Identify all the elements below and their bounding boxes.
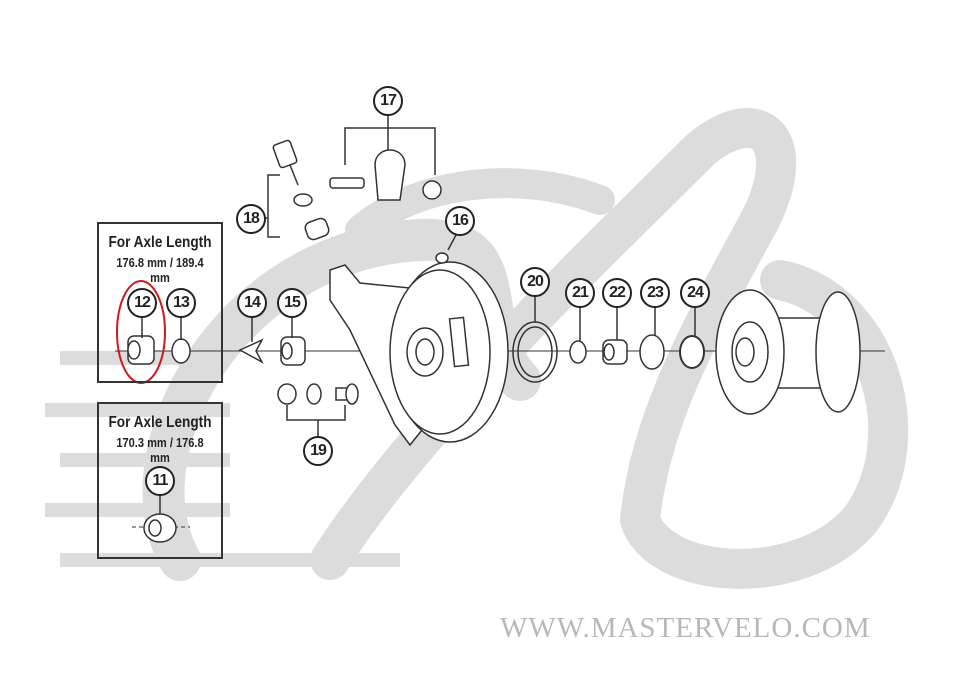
part-label-24: 24 bbox=[680, 278, 710, 308]
box-subtitle: 176.8 mm / 189.4 mm bbox=[116, 255, 204, 285]
part-label-22: 22 bbox=[602, 278, 632, 308]
part-11-flange-nut bbox=[132, 513, 190, 543]
part-label-14: 14 bbox=[237, 288, 267, 318]
part-18-bolt-set bbox=[265, 139, 330, 241]
watermark-text: WWW.MASTERVELO.COM bbox=[500, 612, 871, 644]
part-16-cap bbox=[435, 252, 449, 264]
highlight-ring bbox=[116, 280, 166, 384]
part-24-spline-ring bbox=[679, 335, 705, 369]
part-14-lock-washer bbox=[238, 338, 264, 364]
part-label-15: 15 bbox=[277, 288, 307, 318]
part-label-20: 20 bbox=[520, 267, 550, 297]
part-label-17: 17 bbox=[373, 86, 403, 116]
part-label-19: 19 bbox=[303, 436, 333, 466]
part-15-nut bbox=[280, 336, 306, 366]
box-subtitle: 170.3 mm / 176.8 mm bbox=[116, 435, 204, 465]
part-21-cone bbox=[569, 340, 587, 364]
box-title: For Axle Length bbox=[108, 414, 212, 431]
part-label-16: 16 bbox=[445, 206, 475, 236]
box-title: For Axle Length bbox=[108, 234, 212, 251]
part-label-12: 12 bbox=[127, 288, 157, 318]
part-label-11: 11 bbox=[145, 466, 175, 496]
axle-length-box-long: For Axle Length 176.8 mm / 189.4 mm bbox=[97, 222, 223, 383]
part-20-lock-ring bbox=[512, 296, 558, 383]
leader-lines bbox=[141, 306, 696, 515]
part-17-clamp bbox=[329, 115, 442, 201]
part-12-nut bbox=[127, 335, 155, 365]
axle-length-box-short: For Axle Length 170.3 mm / 176.8 mm bbox=[97, 402, 223, 559]
roller-brake-body bbox=[389, 261, 509, 443]
part-19-bolt-set bbox=[277, 383, 359, 436]
part-label-13: 13 bbox=[166, 288, 196, 318]
part-label-21: 21 bbox=[565, 278, 595, 308]
hub-body bbox=[715, 289, 861, 415]
part-22-nut bbox=[602, 339, 628, 365]
part-label-23: 23 bbox=[640, 278, 670, 308]
part-23-washer bbox=[639, 334, 665, 370]
part-label-18: 18 bbox=[236, 204, 266, 234]
